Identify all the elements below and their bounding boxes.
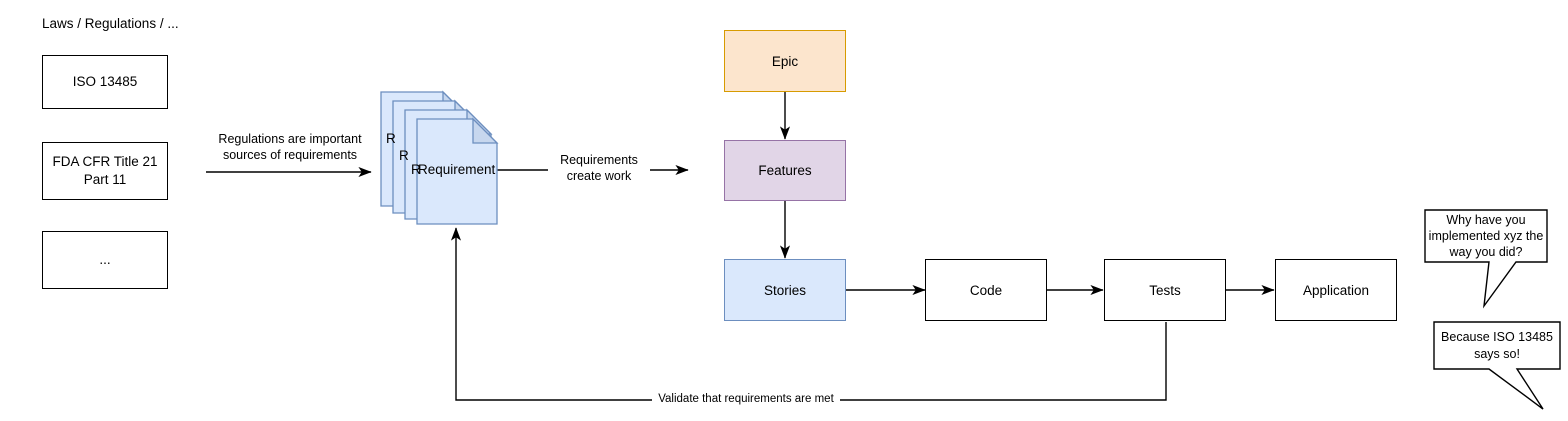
requirement-card-back-3-label: R [386,131,396,146]
speech-bubble-answer [1433,321,1561,410]
stage-box-code-label: Code [969,282,1003,298]
edge-label-regulations-sources: Regulations are important sources of req… [212,132,368,164]
edge-label-requirements-create-work: Requirements create work [548,153,650,185]
stage-box-features[interactable]: Features [724,140,846,201]
source-box-iso-13485-label: ISO 13485 [72,73,138,89]
source-box-fda-cfr-label: FDA CFR Title 21 Part 11 [52,153,158,187]
requirement-card-back-2-label: R [399,148,409,163]
stage-box-application-label: Application [1302,282,1370,298]
stage-box-tests-label: Tests [1149,282,1181,298]
section-caption-laws: Laws / Regulations / ... [42,16,179,31]
stage-box-application[interactable]: Application [1275,259,1397,321]
requirement-card-back-1-label: R [411,162,421,177]
speech-bubble-question [1424,209,1548,309]
edge-label-validate-requirements: Validate that requirements are met [652,392,840,407]
source-box-fda-cfr[interactable]: FDA CFR Title 21 Part 11 [42,142,168,200]
speech-bubble-question-text: Why have you implemented xyz the way you… [1428,212,1544,260]
stage-box-tests[interactable]: Tests [1104,259,1226,321]
speech-bubble-answer-text: Because ISO 13485 says so! [1441,330,1553,361]
source-box-ellipsis-label: ... [99,251,111,267]
stage-box-stories-label: Stories [763,282,807,298]
stage-box-epic-label: Epic [771,53,799,69]
requirement-card-front[interactable] [416,117,499,225]
stage-box-stories[interactable]: Stories [724,259,846,321]
stage-box-features-label: Features [758,163,812,178]
stage-box-epic[interactable]: Epic [724,30,846,92]
source-box-iso-13485[interactable]: ISO 13485 [42,55,168,109]
source-box-ellipsis[interactable]: ... [42,231,168,289]
stage-box-code[interactable]: Code [925,259,1047,321]
requirement-card-front-label: Requirement [418,162,496,177]
